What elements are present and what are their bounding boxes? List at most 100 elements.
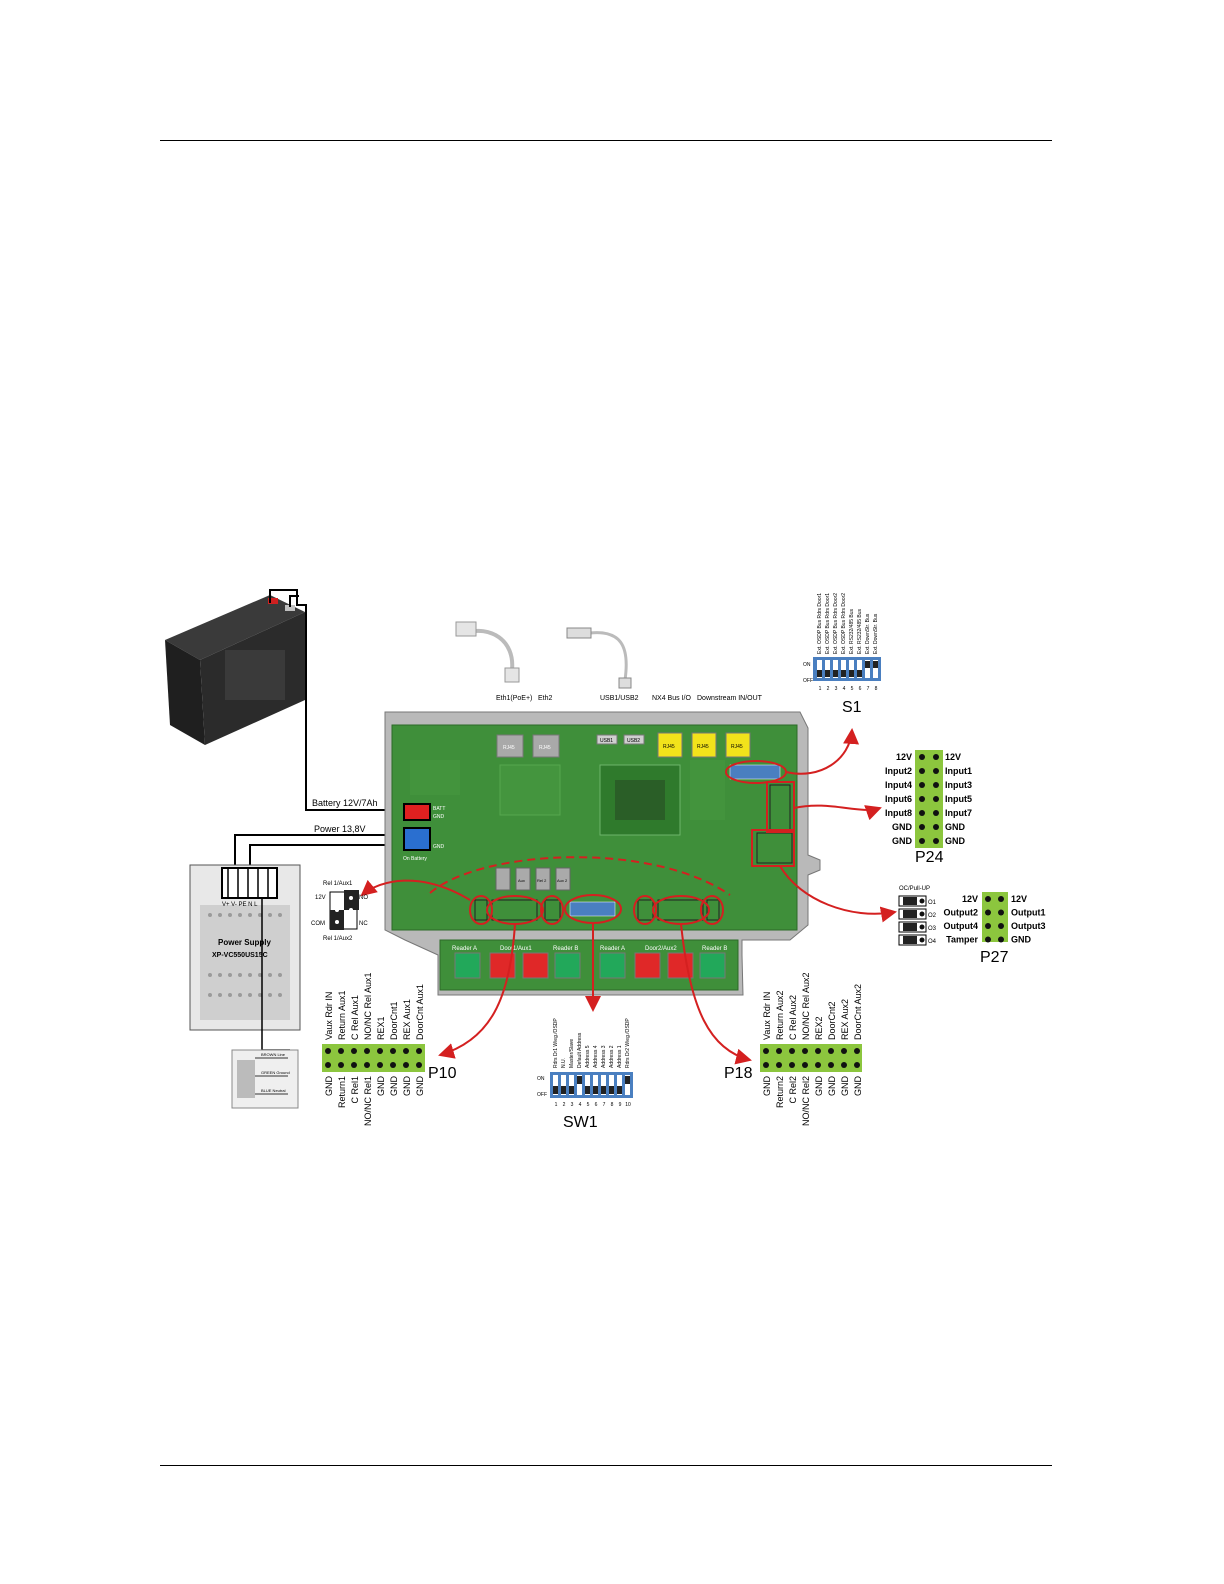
p27-left-label: Tamper [946, 935, 978, 945]
ethernet-plug [455, 621, 477, 637]
s1-label: Ext. OSDP Bus Rdrs Door1 [817, 593, 823, 654]
p10-pin [364, 1062, 370, 1068]
p18-pin [763, 1048, 769, 1054]
oc-label: O3 [928, 926, 937, 932]
sw1-label: Rdrs Dr2 Wieg./OSDP [625, 1018, 631, 1068]
eth1-port-label: RJ45 [503, 745, 515, 751]
p10-pin [403, 1048, 409, 1054]
board-sw1-dip [569, 901, 616, 917]
s1-number: 6 [859, 686, 862, 692]
p18-pin [763, 1062, 769, 1068]
oc-jumper-cap [903, 910, 917, 918]
p18-bottom-label: GND [853, 1076, 863, 1097]
p18-bottom-label: GND [827, 1076, 837, 1097]
p27-pin [998, 923, 1004, 929]
p27-connector: P27 OC/Pull-UP [899, 886, 1009, 966]
sw1-knob [593, 1086, 598, 1094]
power-gnd-label: GND [433, 844, 445, 850]
p24-pin [933, 796, 939, 802]
p24-pin [919, 810, 925, 816]
p18-bottom-label: GND [840, 1076, 850, 1097]
p10-bottom-label: GND [324, 1076, 334, 1097]
ethernet-cable [464, 628, 515, 671]
p27-title: P27 [980, 949, 1009, 966]
sw1-number: 8 [611, 1102, 614, 1108]
sw1-slot [609, 1075, 614, 1095]
s1-slot [841, 660, 846, 678]
p10-pin [351, 1062, 357, 1068]
p10-bottom-label: GND [389, 1076, 399, 1097]
p18-top-label: REX Aux2 [840, 999, 850, 1040]
s1-number: 2 [827, 686, 830, 692]
p10-pin [325, 1048, 331, 1054]
p10-pin [338, 1048, 344, 1054]
sw1-slot [561, 1075, 566, 1095]
p27-pin [998, 896, 1004, 902]
s1-knob [833, 670, 838, 677]
p27-left-label: 12V [962, 894, 978, 904]
sw1-label: Master/Slave [569, 1039, 575, 1068]
p18-bottom-label: C Rel2 [788, 1076, 798, 1104]
conn-eth2: Eth2 [538, 695, 553, 702]
p10-connector: P10 [322, 1044, 457, 1082]
oc-label: O4 [928, 939, 937, 945]
power-terminal: GND On Battery [403, 827, 445, 862]
relay-rel2-label: Rel 2 [537, 878, 547, 883]
sw1-label: Address 2 [609, 1045, 615, 1068]
p10-bottom-label: GND [402, 1076, 412, 1097]
sw1-number: 4 [579, 1102, 582, 1108]
p18-top-label: DoorCnt Aux2 [853, 984, 863, 1040]
s1-number: 4 [843, 686, 846, 692]
s1-slot [849, 660, 854, 678]
p24-title: P24 [915, 849, 944, 866]
oc-pin [919, 898, 925, 904]
p10-top-label: C Rel Aux1 [350, 995, 360, 1040]
s1-title: S1 [842, 699, 862, 716]
psu-terminals: V+ V- PE N L [222, 902, 258, 908]
sw1-slot [577, 1075, 582, 1095]
sw1-slot [585, 1075, 590, 1095]
p27-right-label: Output1 [1011, 908, 1046, 918]
callout-arrows [360, 728, 897, 1065]
p24-right-label: Input7 [945, 808, 972, 818]
p18-top-label: Vaux Rdr IN [762, 992, 772, 1040]
board-headers [474, 784, 793, 921]
p10-pin [377, 1062, 383, 1068]
s1-slot [865, 660, 870, 678]
batt-label: BATT [433, 806, 445, 812]
p24-pin [933, 754, 939, 760]
sw1-number: 6 [595, 1102, 598, 1108]
sw1-off-label: OFF [537, 1092, 547, 1098]
p18-pin [854, 1062, 860, 1068]
s1-number: 1 [819, 686, 822, 692]
p10-pin [325, 1062, 331, 1068]
s1-knob [857, 670, 862, 677]
s1-number: 8 [875, 686, 878, 692]
p24-left-label: Input4 [885, 780, 912, 790]
sw1-number: 3 [571, 1102, 574, 1108]
rel-aux-12v: 12V [315, 895, 326, 901]
p24-pin [919, 796, 925, 802]
relay-aux1-label: Aux [518, 878, 525, 883]
p18-pin [776, 1048, 782, 1054]
usb1-label: USB1 [600, 738, 613, 744]
conn-nx4: NX4 Bus I/O [652, 695, 691, 702]
board-top-ports: RJ45 RJ45 USB1 USB2 RJ45 RJ45 RJ45 [496, 732, 751, 758]
oc-label: O2 [928, 913, 937, 919]
p24-right-label: Input1 [945, 766, 972, 776]
port-reader-b-1: Reader B [553, 946, 578, 952]
p27-pin [985, 923, 991, 929]
p24-right-label: Input5 [945, 794, 972, 804]
sw1-label: N.U. [561, 1058, 567, 1068]
mains-ground: GREEN Ground [261, 1070, 290, 1075]
p18-bottom-label: NO/NC Rel2 [801, 1076, 811, 1126]
oc-pin [919, 924, 925, 930]
p10-top-label: REX Aux1 [402, 999, 412, 1040]
p18-pin [789, 1062, 795, 1068]
p18-pin [789, 1048, 795, 1054]
sw1-knob [577, 1076, 582, 1084]
p18-pin [815, 1062, 821, 1068]
p10-bottom-label: GND [415, 1076, 425, 1097]
p27-right-label: Output3 [1011, 921, 1046, 931]
p24-pin [933, 782, 939, 788]
